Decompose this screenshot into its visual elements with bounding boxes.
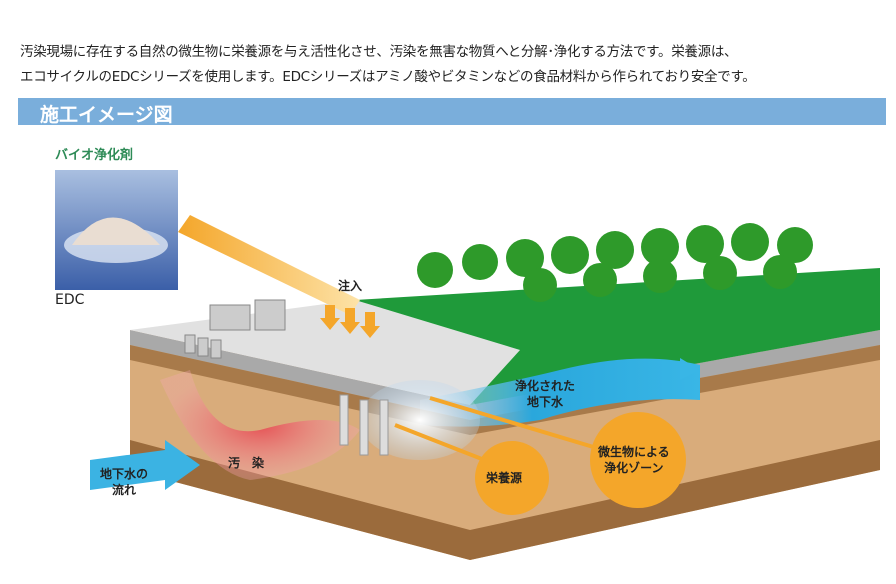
purified-water-label: 浄化された地下水 xyxy=(515,379,576,409)
intro-line-1: 汚染現場に存在する自然の微生物に栄養源を与え活性化させ、汚染を無害な物質へと分解… xyxy=(20,44,738,60)
contamination-plume xyxy=(160,370,360,480)
green-field xyxy=(355,268,880,405)
intro-line-2: エコサイクルのEDCシリーズを使用します。EDCシリーズはアミノ酸やビタミンなど… xyxy=(20,69,756,85)
nutrient-callout xyxy=(475,441,549,515)
injection-label: 注入 xyxy=(338,279,363,293)
groundwater-flow-label: 地下水の流れ xyxy=(100,467,149,497)
injection-down-arrows xyxy=(320,305,380,338)
section-header: 施工イメージ図 xyxy=(18,98,886,126)
injection-arrow xyxy=(178,215,360,315)
intro-text: 汚染現場に存在する自然の微生物に栄養源を与え活性化させ、汚染を無害な物質へと分解… xyxy=(20,40,756,90)
zone-callout xyxy=(590,412,686,508)
purified-groundwater-river xyxy=(420,358,700,427)
product-name: EDC xyxy=(55,292,85,308)
factory-buildings xyxy=(184,299,286,359)
purification-zone xyxy=(360,380,480,460)
product-heading: バイオ浄化剤 xyxy=(55,148,134,163)
nutrient-label: 栄養源 xyxy=(486,471,523,485)
section-title: 施工イメージ図 xyxy=(40,104,173,126)
contamination-label: 汚 染 xyxy=(228,456,265,470)
zone-label: 微生物による浄化ゾーン xyxy=(598,445,670,475)
forest xyxy=(417,223,813,302)
groundwater-flow-arrow xyxy=(90,440,200,490)
injection-wells xyxy=(339,394,389,456)
